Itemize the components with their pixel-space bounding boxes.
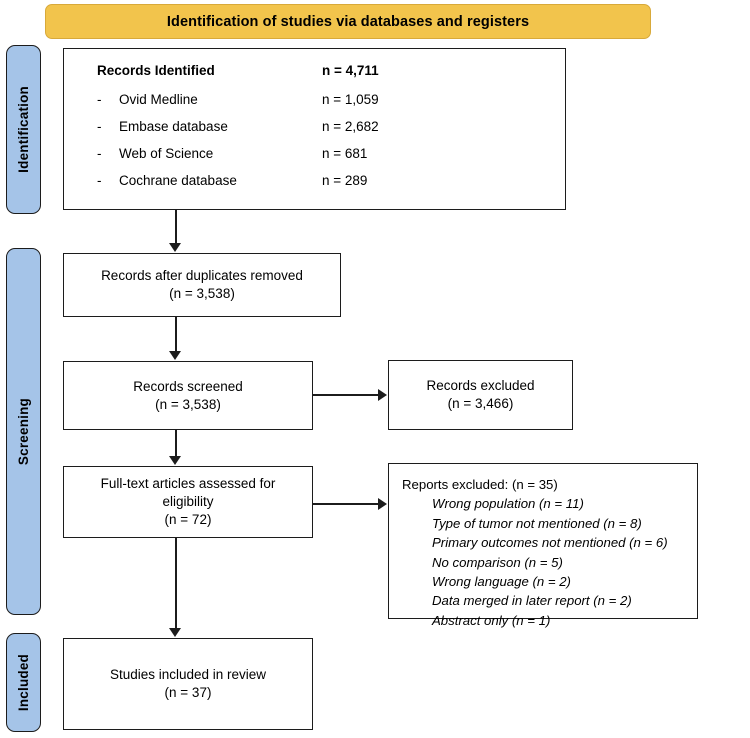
arrowhead-down-screened [169,351,181,360]
box-records-excluded: Records excluded (n = 3,466) [388,360,573,430]
exclusion-reason-tumor-type-not-mentioned: Type of tumor not mentioned (n = 8) [432,515,642,531]
duplicates-line-1: Records after duplicates removed [101,268,303,284]
source-count-embase: n = 2,682 [322,119,379,134]
source-row-web-of-science: - Web of Science n = 681 [97,146,379,173]
connector-fulltext-to-included [175,538,177,629]
stage-bar-screening: Screening [6,248,41,615]
exclusion-reason-wrong-language: Wrong language (n = 2) [432,574,571,590]
arrowhead-right-reports-excluded [378,498,387,510]
screened-line-1: Records screened [133,378,243,394]
exclusion-reason-abstract-only: Abstract only (n = 1) [432,612,551,628]
connector-fulltext-to-reports-excluded [313,503,379,505]
exclusion-reason-wrong-population: Wrong population (n = 11) [432,496,584,512]
records-identified-table: Records Identified n = 4,711 - Ovid Medl… [97,63,379,200]
stage-label-identification: Identification [16,86,31,173]
arrowhead-down-included [169,628,181,637]
source-label-embase: Embase database [119,119,228,134]
exclusion-reason-primary-outcomes-not-mentioned: Primary outcomes not mentioned (n = 6) [432,535,668,551]
reports-excluded-list: Reports excluded: (n = 35) Wrong populat… [402,475,668,630]
fulltext-line-3: (n = 72) [164,511,212,527]
stage-bar-included: Included [6,633,41,732]
source-row-ovid-medline: - Ovid Medline n = 1,059 [97,92,379,119]
included-line-1: Studies included in review [109,667,267,683]
box-fulltext-assessed: Full-text articles assessed for eligibil… [63,466,313,538]
included-line-2: (n = 37) [164,685,212,700]
source-label-web-of-science: Web of Science [119,146,214,161]
connector-screened-to-fulltext [175,430,177,457]
stage-label-included: Included [16,653,31,712]
screened-line-2: (n = 3,538) [155,396,221,412]
stage-bar-identification: Identification [6,45,41,214]
box-studies-included: Studies included in review (n = 37) [63,638,313,730]
box-records-identified: Records Identified n = 4,711 - Ovid Medl… [63,48,566,210]
records-identified-heading-count: n = 4,711 [322,63,379,78]
box-reports-excluded: Reports excluded: (n = 35) Wrong populat… [388,463,698,628]
records-identified-heading-row: Records Identified n = 4,711 [97,63,379,90]
connector-identified-to-duplicates [175,210,177,244]
exclusion-reason-data-merged-later-report: Data merged in later report (n = 2) [432,593,632,609]
source-row-cochrane: - Cochrane database n = 289 [97,173,379,200]
diagram-header-title: Identification of studies via databases … [166,13,530,30]
bullet-dash-icon: - [97,146,102,161]
duplicates-line-2: (n = 3,538) [169,286,235,301]
diagram-header-banner: Identification of studies via databases … [45,4,651,39]
arrowhead-down-fulltext [169,456,181,465]
fulltext-line-2: eligibility [162,494,214,510]
records-identified-heading-label: Records Identified [97,63,215,78]
source-label-ovid-medline: Ovid Medline [119,92,198,107]
bullet-dash-icon: - [97,173,102,188]
bullet-dash-icon: - [97,92,102,107]
records-excluded-line-1: Records excluded [426,378,535,394]
box-records-screened: Records screened (n = 3,538) [63,361,313,430]
box-records-after-duplicates: Records after duplicates removed (n = 3,… [63,253,341,317]
bullet-dash-icon: - [97,119,102,134]
source-row-embase: - Embase database n = 2,682 [97,119,379,146]
source-count-web-of-science: n = 681 [322,146,368,161]
source-label-cochrane: Cochrane database [119,173,237,188]
arrowhead-right-records-excluded [378,389,387,401]
connector-screened-to-excluded [313,394,379,396]
stage-label-screening: Screening [16,397,31,466]
connector-duplicates-to-screened [175,317,177,352]
fulltext-line-1: Full-text articles assessed for [100,476,276,492]
source-count-ovid-medline: n = 1,059 [322,92,379,107]
reports-excluded-heading: Reports excluded: (n = 35) [402,477,558,492]
arrowhead-down-duplicates [169,243,181,252]
exclusion-reason-no-comparison: No comparison (n = 5) [432,554,563,570]
records-excluded-line-2: (n = 3,466) [447,396,514,411]
source-count-cochrane: n = 289 [322,173,368,188]
